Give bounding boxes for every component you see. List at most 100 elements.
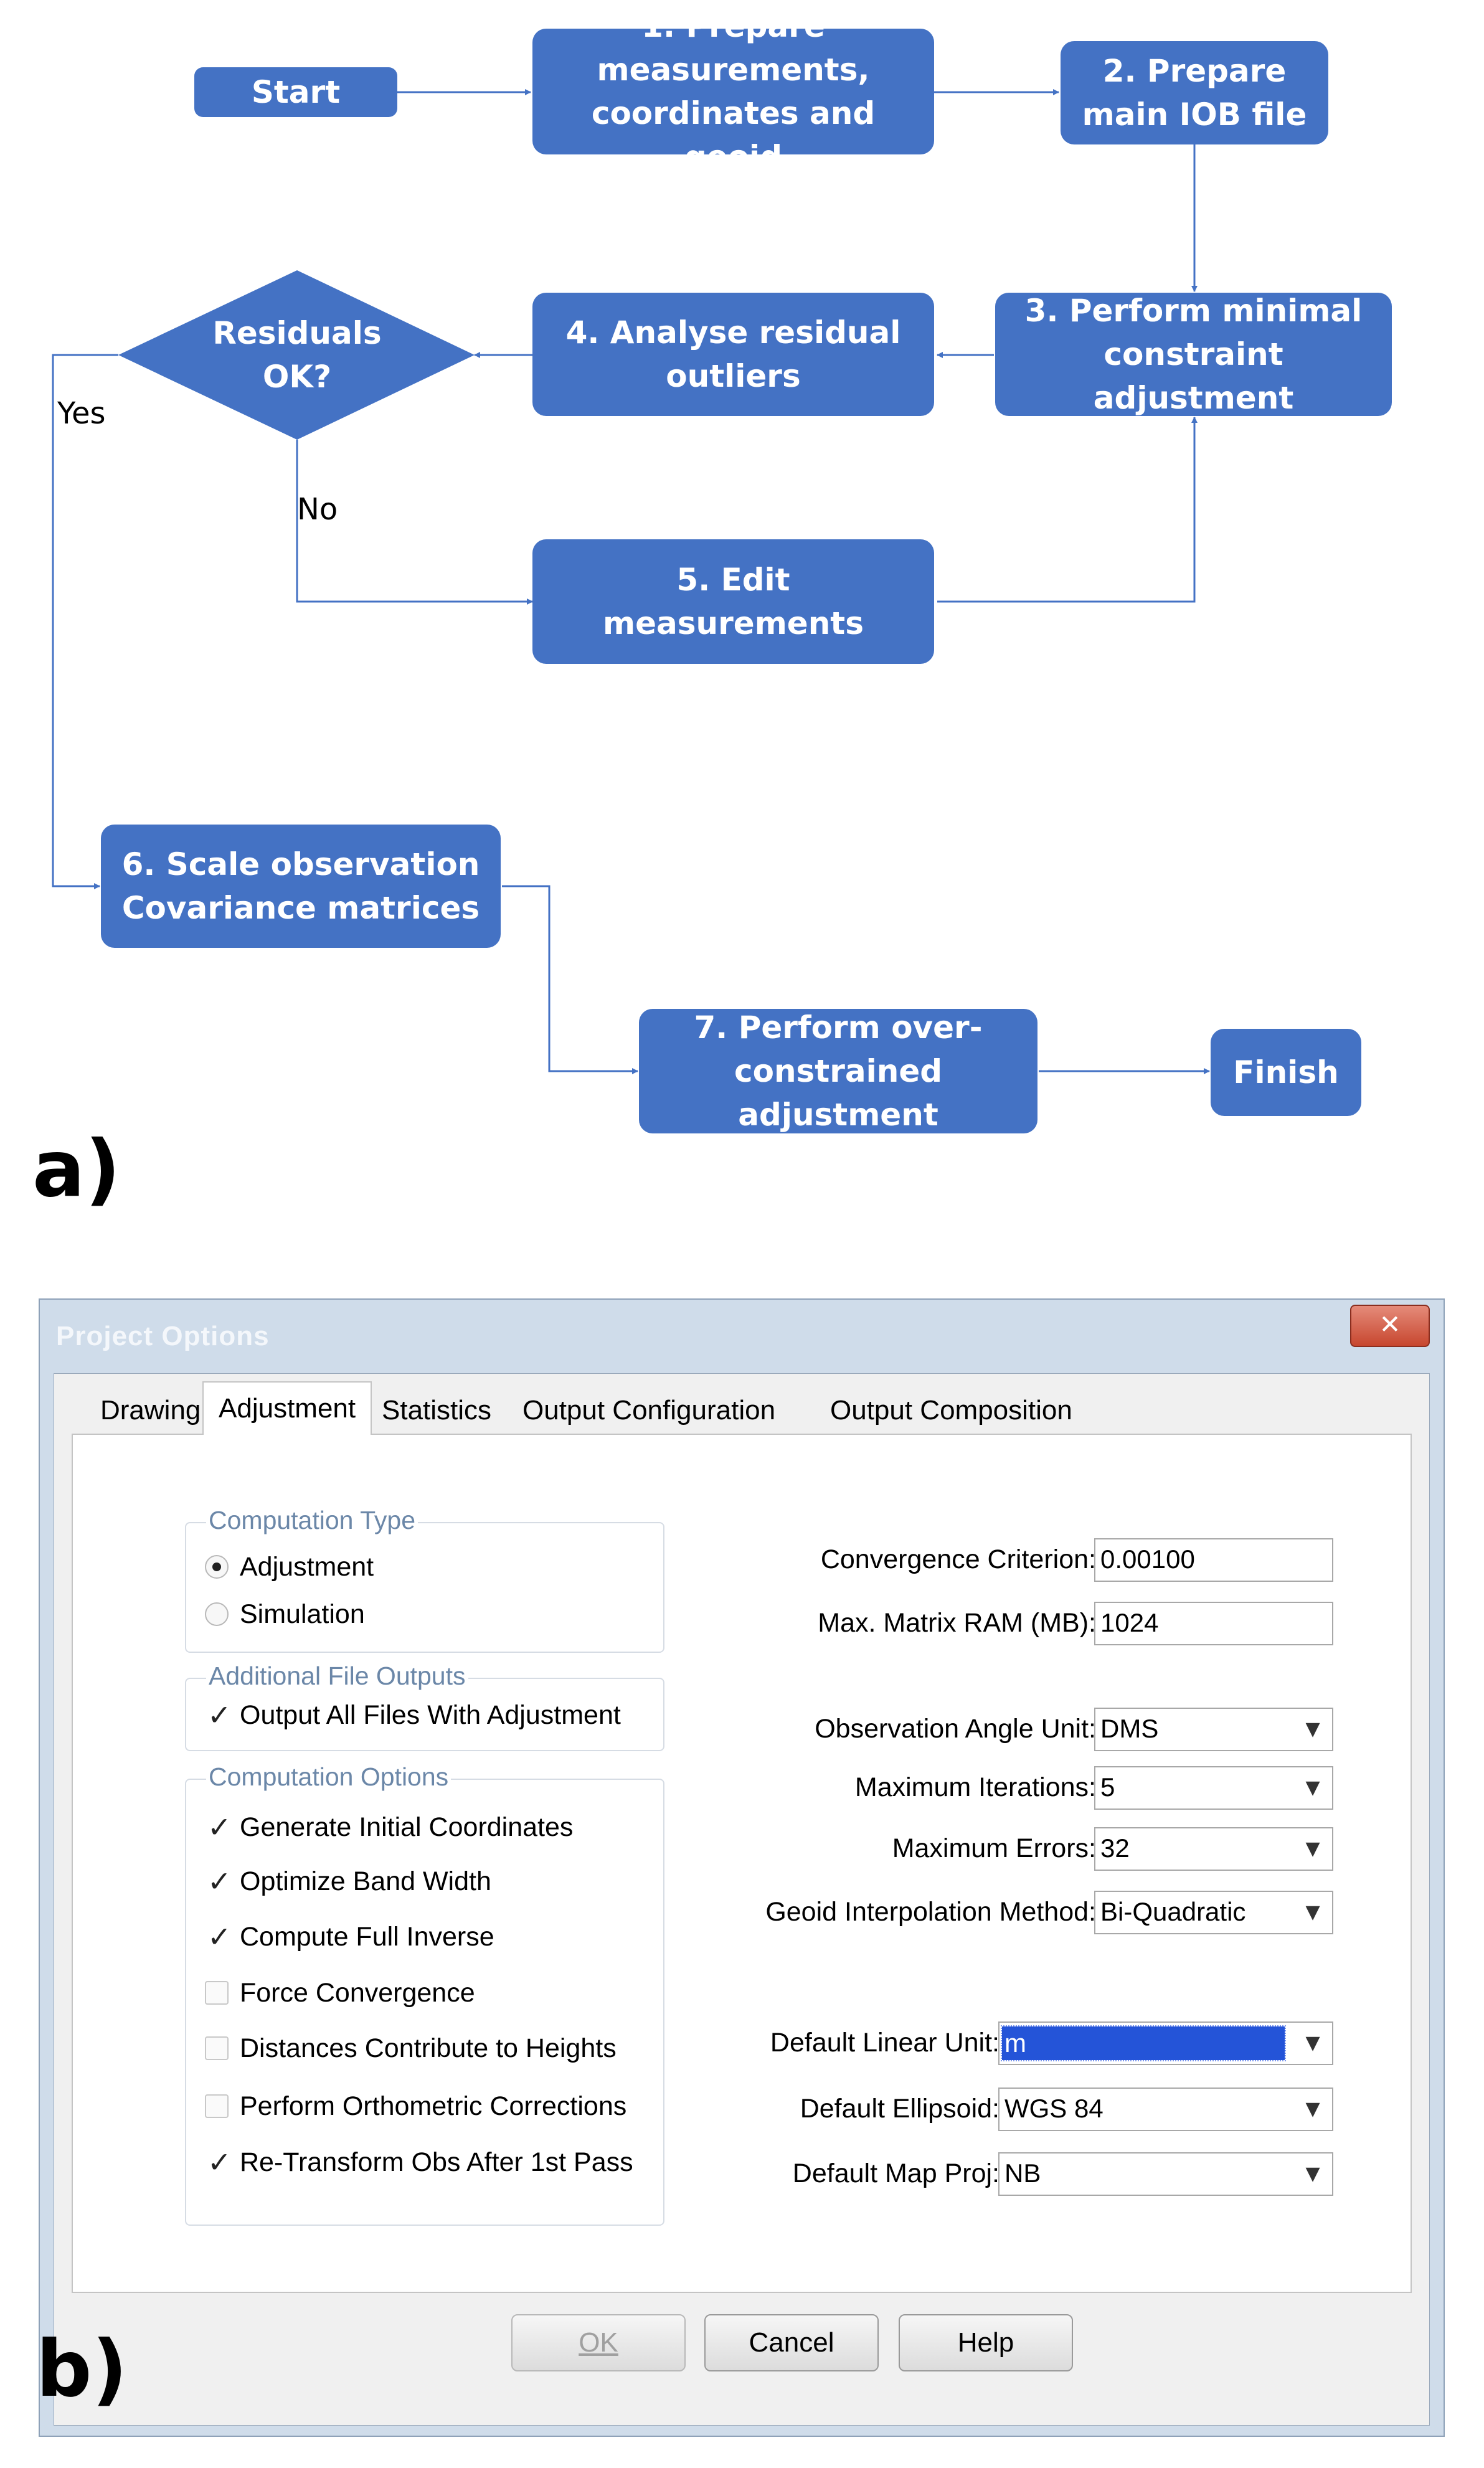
checkbox-output-all-files[interactable]: Output All Files With Adjustment	[205, 1698, 621, 1733]
max-matrix-ram-input[interactable]: 1024	[1094, 1602, 1333, 1645]
max-matrix-ram-label: Max. Matrix RAM (MB):	[818, 1608, 1096, 1638]
default-map-proj-select[interactable]: NB ▼	[998, 2152, 1333, 2196]
step-1-line-1: 1. Prepare	[641, 8, 825, 44]
checkbox-output-all-files-box[interactable]	[205, 1698, 232, 1732]
default-map-proj-value: NB	[1004, 2158, 1041, 2188]
chevron-down-icon[interactable]: ▼	[1305, 1838, 1320, 1860]
step-6-line-2: Covariance matrices	[121, 890, 480, 926]
start-text: Start	[251, 74, 341, 110]
project-options-dialog: Project Options ✕ Drawing Adjustment Sta…	[39, 1298, 1445, 2437]
checkbox-orthometric-corrections[interactable]: Perform Orthometric Corrections	[205, 2089, 626, 2124]
maximum-errors-label: Maximum Errors:	[892, 1833, 1096, 1863]
cancel-button-label: Cancel	[749, 2327, 834, 2358]
chevron-down-icon[interactable]: ▼	[1305, 2032, 1320, 2054]
checkbox-optimize-band-width[interactable]: Optimize Band Width	[205, 1864, 491, 1899]
observation-angle-unit-value: DMS	[1100, 1714, 1159, 1743]
default-linear-unit-select[interactable]: m ▼	[998, 2021, 1333, 2065]
start-node: Start	[194, 67, 397, 117]
checkbox-force-convergence[interactable]: Force Convergence	[205, 1975, 475, 2010]
geoid-interpolation-label: Geoid Interpolation Method:	[765, 1897, 1096, 1927]
checkbox-orthometric-corrections-box[interactable]	[205, 2094, 229, 2118]
maximum-errors-select[interactable]: 32 ▼	[1094, 1827, 1333, 1871]
tab-statistics[interactable]: Statistics	[382, 1395, 492, 1425]
step-6-box: 6. Scale observation Covariance matrices	[101, 825, 501, 948]
step-7-line-1: 7. Perform over-	[694, 1009, 983, 1046]
checkbox-output-all-files-label: Output All Files With Adjustment	[240, 1700, 621, 1730]
step-5-text: 5. Edit measurements	[603, 562, 864, 641]
ok-button[interactable]: OK	[511, 2314, 686, 2371]
maximum-iterations-select[interactable]: 5 ▼	[1094, 1766, 1333, 1810]
computation-type-title: Computation Type	[206, 1506, 418, 1535]
tab-drawing[interactable]: Drawing	[100, 1395, 201, 1425]
decision-diamond	[118, 270, 475, 440]
yes-label: Yes	[57, 396, 106, 431]
observation-angle-unit-label: Observation Angle Unit:	[815, 1714, 1096, 1744]
finish-text: Finish	[1233, 1054, 1339, 1090]
radio-adjustment-label: Adjustment	[240, 1551, 374, 1582]
tab-adjustment[interactable]: Adjustment	[202, 1381, 372, 1435]
chevron-down-icon[interactable]: ▼	[1305, 1901, 1320, 1923]
checkbox-retransform-obs[interactable]: Re-Transform Obs After 1st Pass	[205, 2145, 633, 2180]
radio-adjustment[interactable]: Adjustment	[205, 1549, 374, 1584]
checkbox-compute-full-inverse-box[interactable]	[205, 1920, 232, 1954]
checkbox-force-convergence-box[interactable]	[205, 1981, 229, 2005]
radio-simulation[interactable]: Simulation	[205, 1597, 365, 1632]
step-7-line-2: constrained adjustment	[734, 1053, 943, 1133]
arrow-decision-yes-to-step6	[52, 354, 118, 889]
computation-type-group: Computation Type Adjustment Simulation	[185, 1506, 664, 1653]
geoid-interpolation-select[interactable]: Bi-Quadratic ▼	[1094, 1891, 1333, 1934]
help-button[interactable]: Help	[899, 2314, 1073, 2371]
panel-label-a: a)	[32, 1124, 121, 1214]
convergence-criterion-input[interactable]: 0.00100	[1094, 1538, 1333, 1582]
tab-output-composition[interactable]: Output Composition	[830, 1395, 1072, 1425]
ok-button-label: OK	[579, 2327, 618, 2358]
cancel-button[interactable]: Cancel	[704, 2314, 879, 2371]
tab-output-configuration[interactable]: Output Configuration	[522, 1395, 776, 1425]
step-7-box: 7. Perform over- constrained adjustment	[639, 1009, 1037, 1133]
chevron-down-icon[interactable]: ▼	[1305, 2098, 1320, 2120]
checkbox-generate-initial-coordinates-box[interactable]	[205, 1810, 232, 1844]
default-ellipsoid-select[interactable]: WGS 84 ▼	[998, 2087, 1333, 2131]
convergence-criterion-label: Convergence Criterion:	[820, 1544, 1096, 1574]
checkbox-distances-contribute-heights-box[interactable]	[205, 2036, 229, 2060]
maximum-iterations-value: 5	[1100, 1772, 1115, 1802]
maximum-iterations-label: Maximum Iterations:	[854, 1772, 1096, 1802]
radio-simulation-indicator[interactable]	[205, 1602, 229, 1626]
checkbox-optimize-band-width-box[interactable]	[205, 1865, 232, 1898]
checkbox-generate-initial-coordinates[interactable]: Generate Initial Coordinates	[205, 1810, 573, 1845]
panel-label-b: b)	[36, 2324, 128, 2414]
decision-line-2: OK?	[262, 359, 332, 395]
dialog-title: Project Options	[56, 1321, 270, 1351]
radio-simulation-label: Simulation	[240, 1599, 365, 1629]
finish-node: Finish	[1211, 1029, 1361, 1116]
adjustment-tab-page: Computation Type Adjustment Simulation A…	[72, 1434, 1412, 2293]
close-button[interactable]: ✕	[1350, 1305, 1430, 1347]
default-linear-unit-label: Default Linear Unit:	[770, 2028, 1000, 2058]
chevron-down-icon[interactable]: ▼	[1305, 1718, 1320, 1740]
default-linear-unit-value: m	[1001, 2025, 1286, 2061]
step-6-line-1: 6. Scale observation	[121, 846, 480, 882]
additional-file-outputs-group: Additional File Outputs Output All Files…	[185, 1662, 664, 1751]
step-4-line-1: 4. Analyse residual	[565, 314, 901, 351]
dialog-titlebar[interactable]: Project Options ✕	[40, 1300, 1444, 1373]
step-2-box: 2. Prepare main IOB file	[1061, 41, 1328, 144]
step-3-line-2: constraint adjustment	[1093, 336, 1294, 416]
checkbox-compute-full-inverse-label: Compute Full Inverse	[240, 1921, 494, 1952]
radio-adjustment-indicator[interactable]	[205, 1555, 229, 1579]
default-ellipsoid-value: WGS 84	[1004, 2094, 1104, 2123]
decision-text: Residuals OK?	[187, 311, 407, 399]
checkbox-generate-initial-coordinates-label: Generate Initial Coordinates	[240, 1812, 574, 1842]
help-button-label: Help	[957, 2327, 1014, 2358]
checkbox-retransform-obs-box[interactable]	[205, 2145, 232, 2179]
computation-options-group: Computation Options Generate Initial Coo…	[185, 1762, 664, 2226]
step-3-line-1: 3. Perform minimal	[1024, 293, 1363, 329]
chevron-down-icon[interactable]: ▼	[1305, 1777, 1320, 1799]
checkbox-orthometric-corrections-label: Perform Orthometric Corrections	[240, 2091, 627, 2121]
checkbox-compute-full-inverse[interactable]: Compute Full Inverse	[205, 1919, 494, 1954]
checkbox-distances-contribute-heights[interactable]: Distances Contribute to Heights	[205, 2031, 617, 2066]
step-4-line-2: outliers	[666, 358, 801, 394]
step-2-line-1: 2. Prepare	[1102, 53, 1287, 89]
observation-angle-unit-select[interactable]: DMS ▼	[1094, 1708, 1333, 1751]
chevron-down-icon[interactable]: ▼	[1305, 2163, 1320, 2185]
default-map-proj-label: Default Map Proj:	[792, 2158, 1000, 2188]
